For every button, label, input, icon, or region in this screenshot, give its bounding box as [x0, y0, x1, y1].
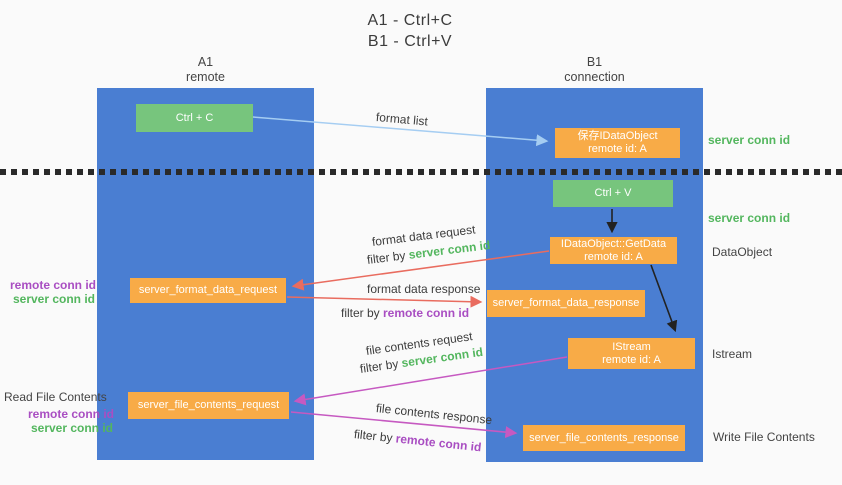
node-ctrl-c: Ctrl + C	[136, 104, 253, 132]
annotation-file-server-conn-id: server conn id	[30, 421, 113, 435]
session-separator-dotted-line	[0, 169, 842, 175]
node-server-format-data-request-label: server_format_data_request	[138, 284, 278, 296]
node-save-idataobject-line2: remote id: A	[588, 143, 647, 155]
annotation-dataobject: DataObject	[712, 245, 773, 259]
node-idataobject-getdata-line1: IDataObject::GetData	[560, 237, 667, 250]
node-server-format-data-request: server_format_data_request	[130, 278, 286, 303]
node-server-file-contents-response: server_file_contents_response	[523, 425, 685, 451]
label-filter-file-request-prefix: filter by	[359, 356, 403, 376]
lane-b1-subtitle: connection	[564, 70, 625, 84]
annotation-server-conn-id-top: server conn id	[708, 133, 791, 147]
label-filter-format-response-prefix: filter by	[341, 306, 384, 320]
node-istream: IStream remote id: A	[568, 338, 695, 369]
lane-header-a1: A1 remote	[97, 55, 314, 85]
diagram-title: A1 - Ctrl+C B1 - Ctrl+V	[290, 10, 530, 52]
lane-a1-title: A1	[197, 55, 214, 69]
label-filter-file-response: filter by remote conn id	[353, 427, 482, 454]
annotation-istream: Istream	[712, 347, 753, 361]
label-filter-file-response-prefix: filter by	[353, 427, 397, 446]
annotation-format-remote-conn-id: remote conn id	[10, 278, 97, 292]
lane-header-b1: B1 connection	[486, 55, 703, 85]
label-file-contents-response: file contents response	[375, 401, 493, 428]
title-line-2: B1 - Ctrl+V	[367, 33, 453, 50]
annotation-format-server-conn-id: server conn id	[12, 292, 95, 306]
node-istream-line1: IStream	[612, 340, 651, 353]
annotation-server-conn-id-mid: server conn id	[708, 211, 791, 225]
label-format-data-response: format data response	[367, 282, 481, 296]
lane-a1-subtitle: remote	[186, 70, 225, 84]
node-server-file-contents-response-label: server_file_contents_response	[529, 431, 679, 444]
node-save-idataobject: 保存IDataObject remote id: A	[555, 128, 680, 158]
label-format-list: format list	[375, 110, 429, 129]
label-filter-format-response-key: remote conn id	[383, 306, 470, 320]
title-line-1: A1 - Ctrl+C	[367, 12, 453, 29]
annotation-read-file-contents: Read File Contents	[4, 390, 107, 404]
label-filter-file-response-key: remote conn id	[395, 431, 483, 455]
node-server-format-data-response: server_format_data_response	[487, 290, 645, 317]
annotation-file-conn-ids: remote conn id server conn id	[28, 407, 115, 435]
node-ctrl-v: Ctrl + V	[553, 180, 673, 207]
node-save-idataobject-line1: 保存IDataObject	[577, 130, 658, 142]
node-server-file-contents-request-label: server_file_contents_request	[137, 399, 280, 411]
annotation-write-file-contents: Write File Contents	[713, 430, 815, 444]
node-ctrl-v-label: Ctrl + V	[594, 187, 632, 199]
annotation-file-remote-conn-id: remote conn id	[28, 407, 115, 421]
node-idataobject-getdata-line2: remote id: A	[584, 250, 643, 263]
label-filter-format-request-prefix: filter by	[366, 247, 410, 267]
lane-b1-title: B1	[586, 55, 603, 69]
label-filter-format-response: filter by remote conn id	[341, 306, 469, 320]
node-ctrl-c-label: Ctrl + C	[175, 111, 214, 124]
node-istream-line2: remote id: A	[602, 353, 661, 366]
node-idataobject-getdata: IDataObject::GetData remote id: A	[550, 237, 677, 264]
node-server-format-data-response-label: server_format_data_response	[492, 297, 640, 309]
node-server-file-contents-request: server_file_contents_request	[128, 392, 289, 419]
annotation-format-conn-ids: remote conn id server conn id	[10, 278, 97, 306]
arrow-format-data-response	[286, 295, 483, 308]
